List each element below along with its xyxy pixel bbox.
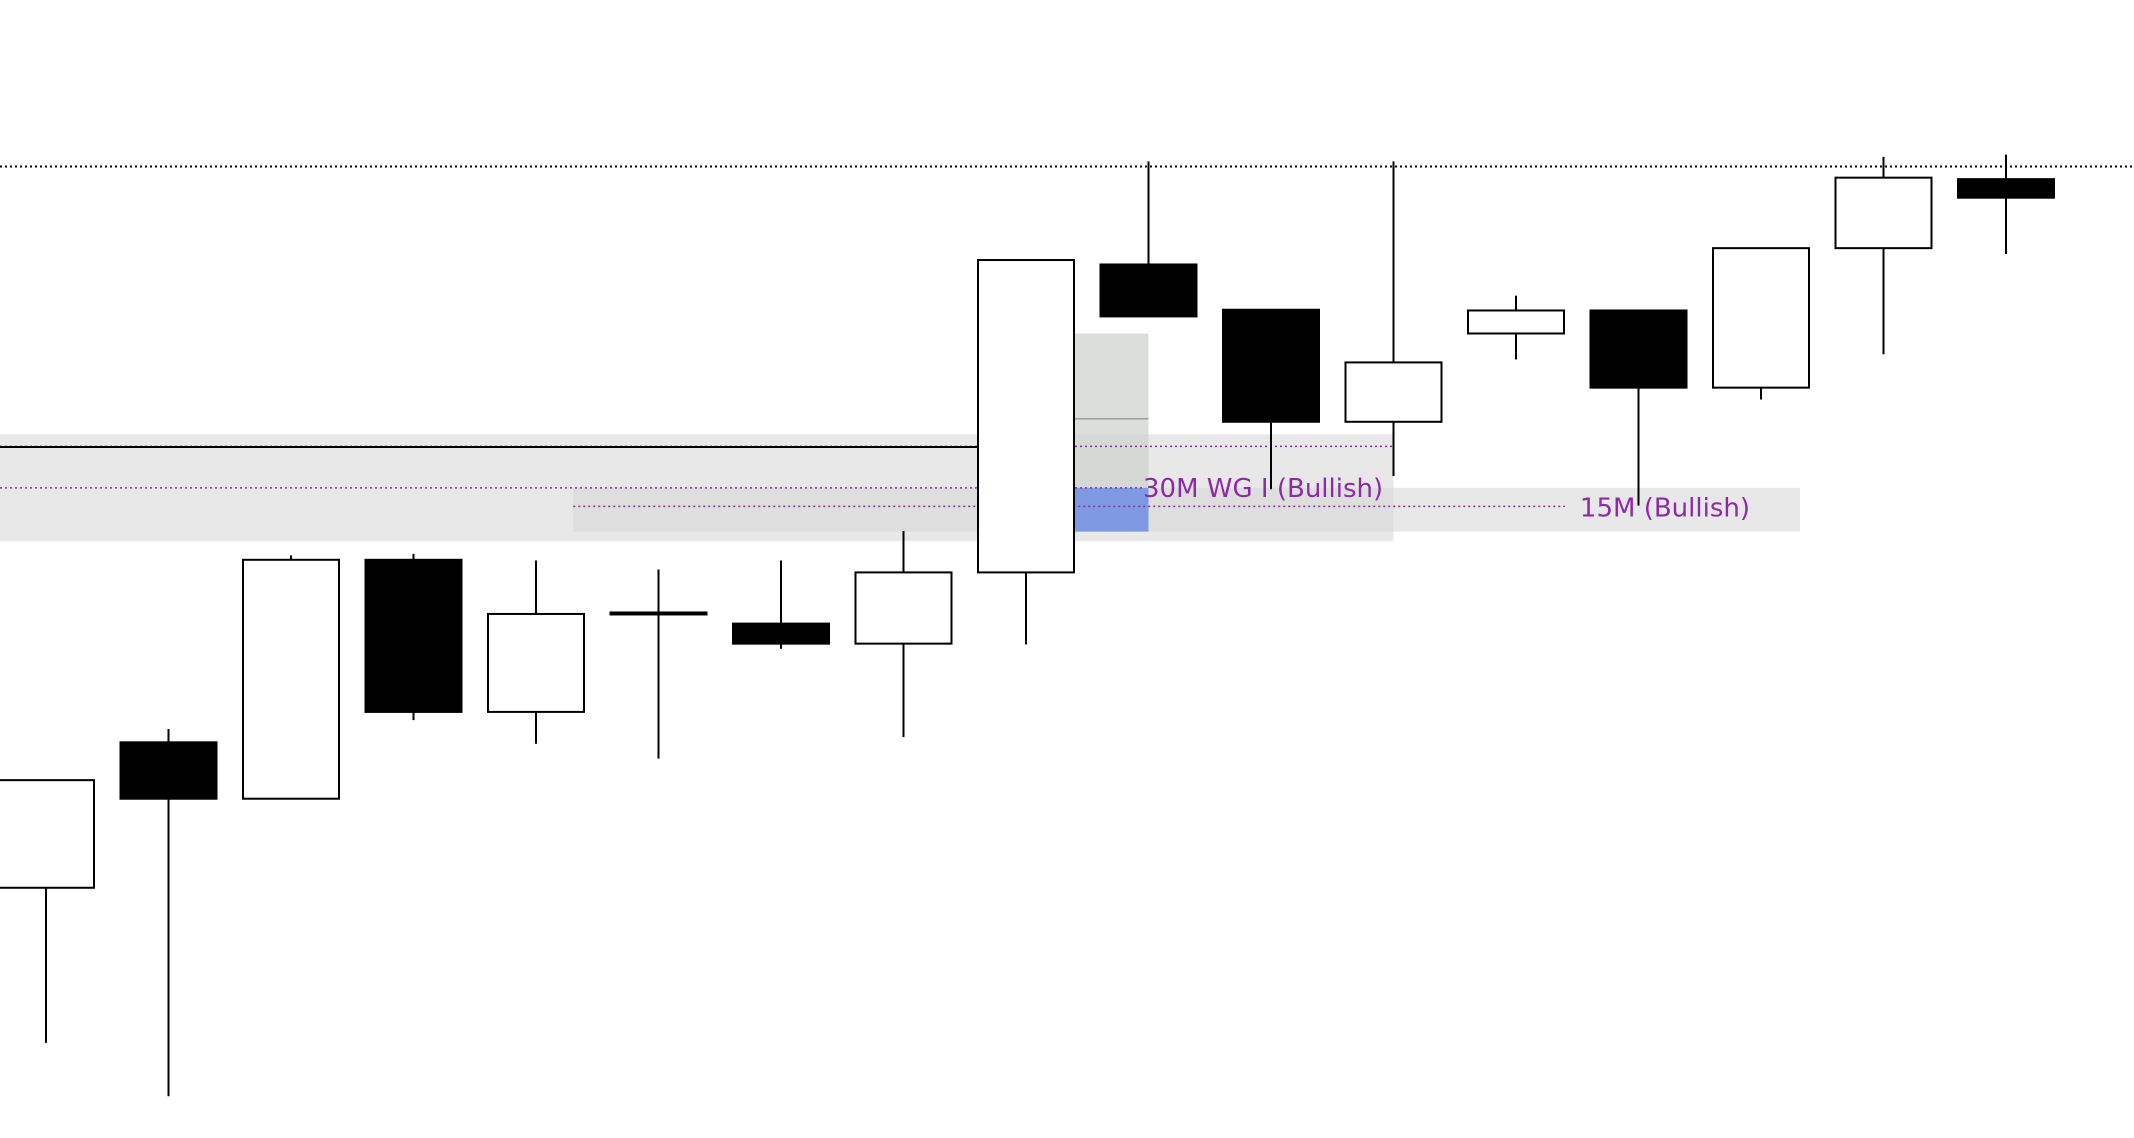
candle-body-bullish <box>1467 309 1565 335</box>
candle-body-bullish <box>854 571 953 645</box>
label-layer: 30M WG I (Bullish) 15M (Bullish) <box>1143 474 1750 524</box>
candle <box>609 569 708 759</box>
candle <box>1222 308 1320 490</box>
candle <box>487 560 585 744</box>
candle-layer <box>0 154 2055 1097</box>
candle <box>364 553 463 721</box>
gap-box <box>1074 333 1149 488</box>
candle-body-bearish <box>1222 308 1320 423</box>
zone-label-15m: 15M (Bullish) <box>1580 493 1750 523</box>
candle-body-bearish <box>1957 178 2055 199</box>
candle <box>977 259 1075 645</box>
candle <box>242 555 340 800</box>
candle-body-bullish <box>242 558 340 800</box>
candle <box>1712 247 1810 400</box>
candle-body-bullish <box>487 612 585 713</box>
candle-body-bullish <box>0 779 95 889</box>
candle <box>1957 154 2055 255</box>
zone-15m <box>573 487 1800 532</box>
candle <box>1589 309 1688 506</box>
candle <box>1344 161 1443 476</box>
candle-body-bearish <box>1099 263 1198 318</box>
highlight-box <box>1074 487 1149 532</box>
candle <box>0 779 95 1043</box>
candle-body-bullish <box>1344 361 1443 423</box>
candle-body-bearish <box>1589 309 1688 389</box>
candle <box>1834 156 1933 355</box>
candle <box>1099 161 1198 318</box>
candle-body-bearish <box>119 741 218 800</box>
candle-body-bullish <box>609 611 708 616</box>
candle <box>1467 295 1565 360</box>
candle-body-bearish <box>732 622 830 645</box>
candle <box>732 560 830 649</box>
candle-body-bullish <box>1834 176 1933 250</box>
candle-body-bullish <box>1712 247 1810 389</box>
zone-label-30m: 30M WG I (Bullish) <box>1143 474 1383 504</box>
candle <box>119 728 218 1097</box>
zone-layer <box>0 333 1800 542</box>
candle-body-bullish <box>977 259 1075 574</box>
candle <box>854 530 953 738</box>
candle-body-bearish <box>364 558 463 713</box>
